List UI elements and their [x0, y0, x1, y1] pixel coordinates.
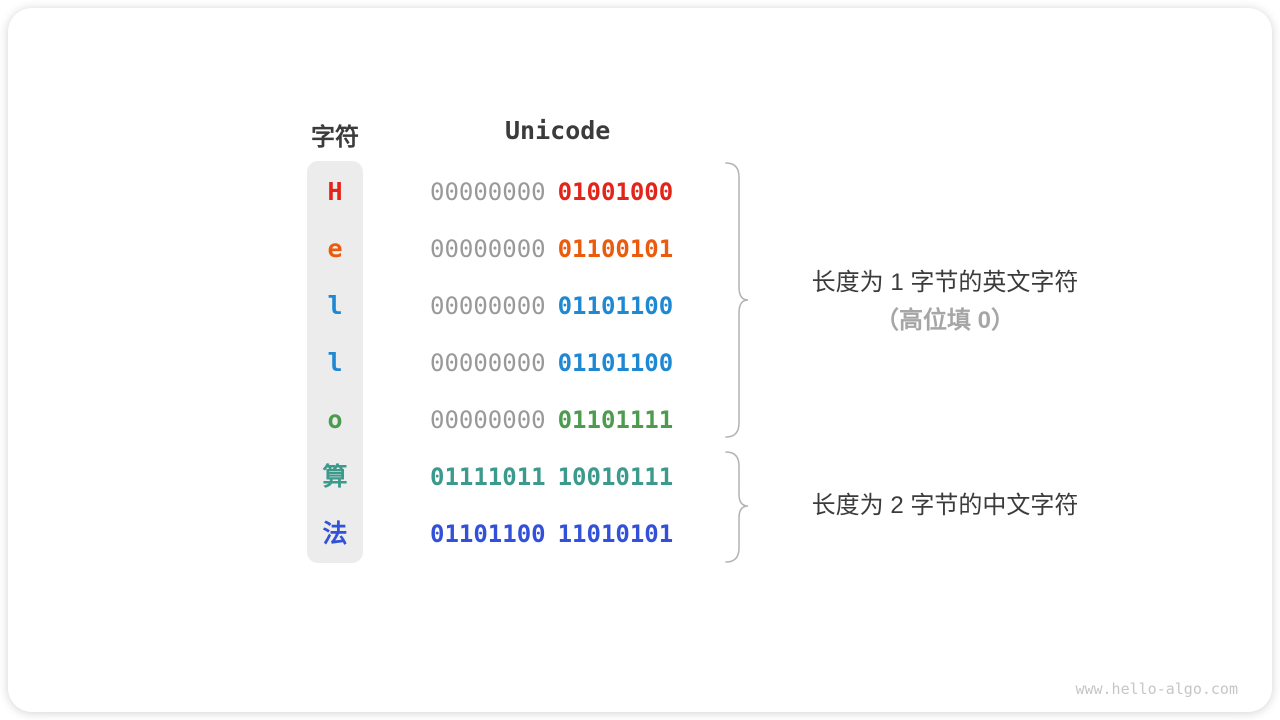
byte-high: 01111011	[430, 462, 546, 491]
unicode-bytes: 00000000 01101111	[430, 408, 673, 432]
unicode-bytes: 00000000 01001000	[430, 180, 673, 204]
encoding-row: H 00000000 01001000	[307, 163, 673, 220]
byte-high: 00000000	[430, 291, 546, 320]
byte-low: 01100101	[557, 234, 674, 263]
unicode-bytes: 01111011 10010111	[430, 465, 673, 489]
column-header-unicode: Unicode	[505, 116, 611, 145]
byte-low: 01001000	[557, 177, 674, 206]
byte-low: 11010101	[557, 519, 674, 548]
character-column-background	[307, 161, 363, 563]
figure-card: 字符 Unicode H 00000000 01001000 e 0000000…	[8, 8, 1272, 712]
encoding-row: l 00000000 01101100	[307, 277, 673, 334]
annotation-one-byte-line2: （高位填 0）	[874, 307, 1015, 334]
char-cell: 法	[322, 519, 348, 548]
byte-high: 00000000	[430, 177, 546, 206]
unicode-bytes: 01101100 11010101	[430, 522, 673, 546]
encoding-row: e 00000000 01100101	[307, 220, 673, 277]
char-cell: o	[327, 405, 343, 434]
char-cell: l	[327, 348, 343, 377]
byte-low: 01101100	[557, 291, 674, 320]
byte-high: 01101100	[430, 519, 546, 548]
encoding-row: o 00000000 01101111	[307, 391, 673, 448]
annotation-one-byte: 长度为 1 字节的英文字符 （高位填 0）	[770, 264, 1120, 340]
char-cell: e	[327, 234, 343, 263]
byte-low: 10010111	[557, 462, 674, 491]
byte-high: 00000000	[430, 405, 546, 434]
encoding-row: l 00000000 01101100	[307, 334, 673, 391]
annotation-one-byte-line1: 长度为 1 字节的英文字符	[811, 269, 1079, 296]
watermark: www.hello-algo.com	[1075, 680, 1238, 698]
brace-two-byte-group	[725, 451, 749, 563]
byte-low: 01101100	[557, 348, 674, 377]
byte-high: 00000000	[430, 234, 546, 263]
annotation-two-byte-line1: 长度为 2 字节的中文字符	[811, 492, 1079, 519]
unicode-bytes: 00000000 01101100	[430, 294, 673, 318]
unicode-bytes: 00000000 01100101	[430, 237, 673, 261]
column-header-char: 字符	[311, 124, 359, 151]
encoding-row: 算 01111011 10010111	[307, 448, 673, 505]
char-cell: 算	[322, 462, 348, 491]
annotation-two-byte: 长度为 2 字节的中文字符	[770, 487, 1120, 525]
byte-low: 01101111	[557, 405, 674, 434]
char-cell: l	[327, 291, 343, 320]
byte-high: 00000000	[430, 348, 546, 377]
unicode-bytes: 00000000 01101100	[430, 351, 673, 375]
char-cell: H	[327, 177, 343, 206]
brace-one-byte-group	[725, 162, 749, 438]
encoding-row: 法 01101100 11010101	[307, 505, 673, 562]
encoding-rows: H 00000000 01001000 e 00000000 01100101 …	[307, 163, 673, 562]
